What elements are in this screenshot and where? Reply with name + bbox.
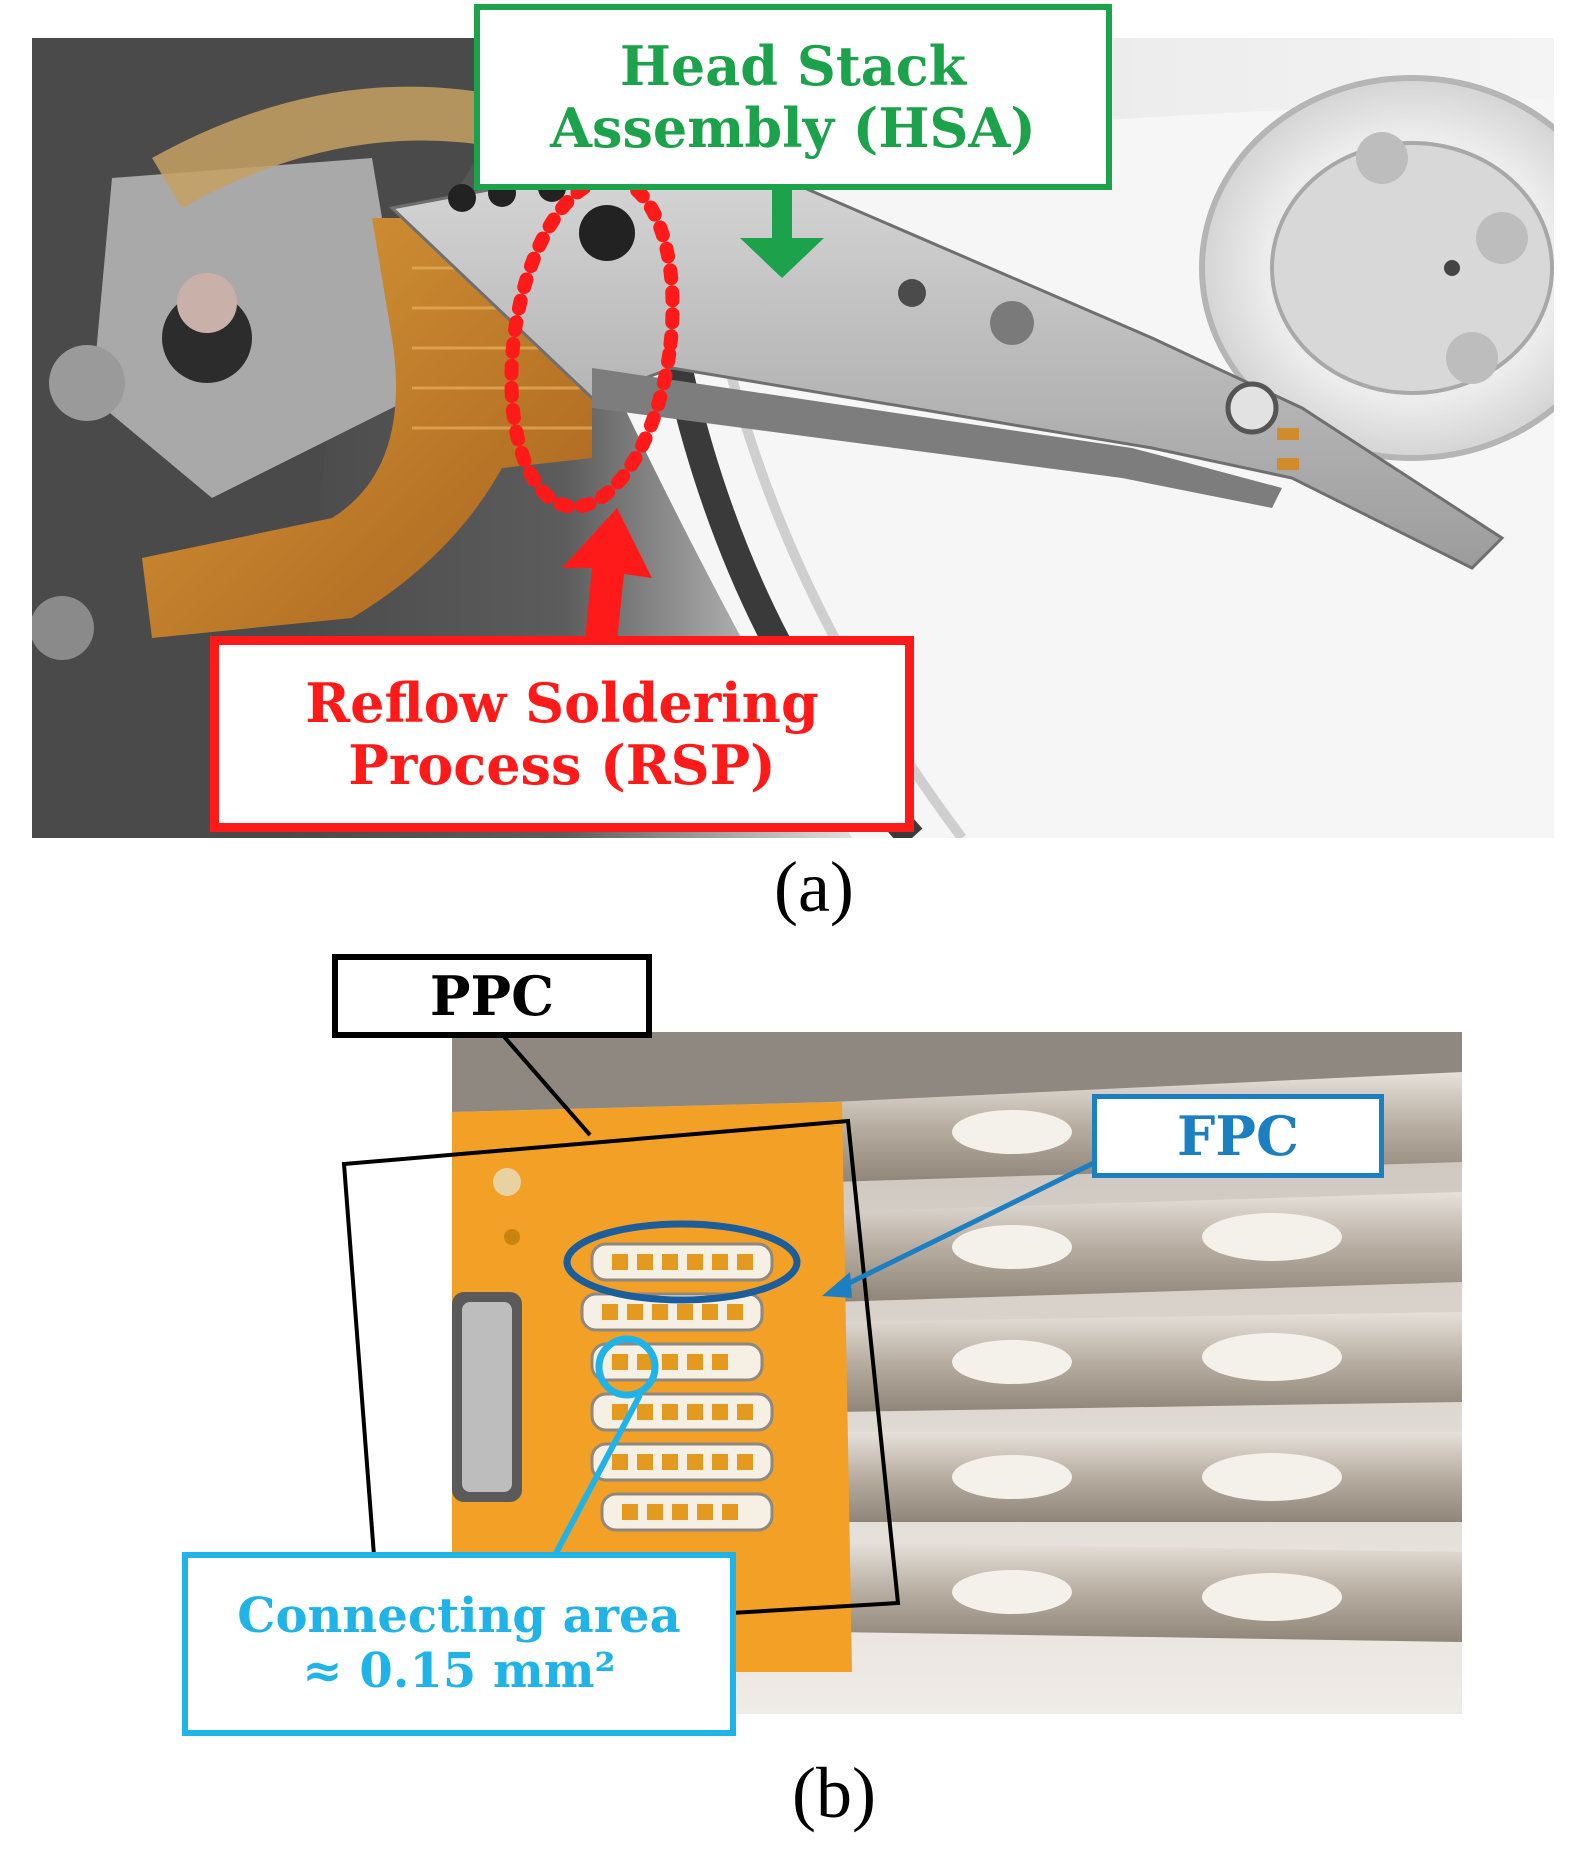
- pad-rows: [580, 1242, 774, 1532]
- hsa-label-line1: Head Stack: [619, 33, 967, 98]
- connecting-area-label-box: Connecting area ≈ 0.15 mm²: [182, 1552, 736, 1736]
- rsp-label-line2: Process (RSP): [348, 733, 776, 797]
- caption-b: (b): [792, 1753, 876, 1833]
- hsa-label-box: Head Stack Assembly (HSA): [474, 4, 1112, 190]
- connecting-area-line1: Connecting area: [237, 1587, 681, 1644]
- ppc-label: PPC: [429, 963, 555, 1028]
- rsp-label-box: Reflow Soldering Process (RSP): [210, 636, 914, 832]
- connecting-area-line2: ≈ 0.15 mm²: [302, 1643, 616, 1699]
- fpc-label: FPC: [1177, 1103, 1299, 1168]
- caption-a: (a): [774, 847, 854, 927]
- hsa-label-line2: Assembly (HSA): [550, 96, 1036, 160]
- ppc-label-box: PPC: [332, 954, 652, 1038]
- fpc-label-box: FPC: [1092, 1094, 1384, 1178]
- rsp-label-line1: Reflow Soldering: [305, 670, 819, 735]
